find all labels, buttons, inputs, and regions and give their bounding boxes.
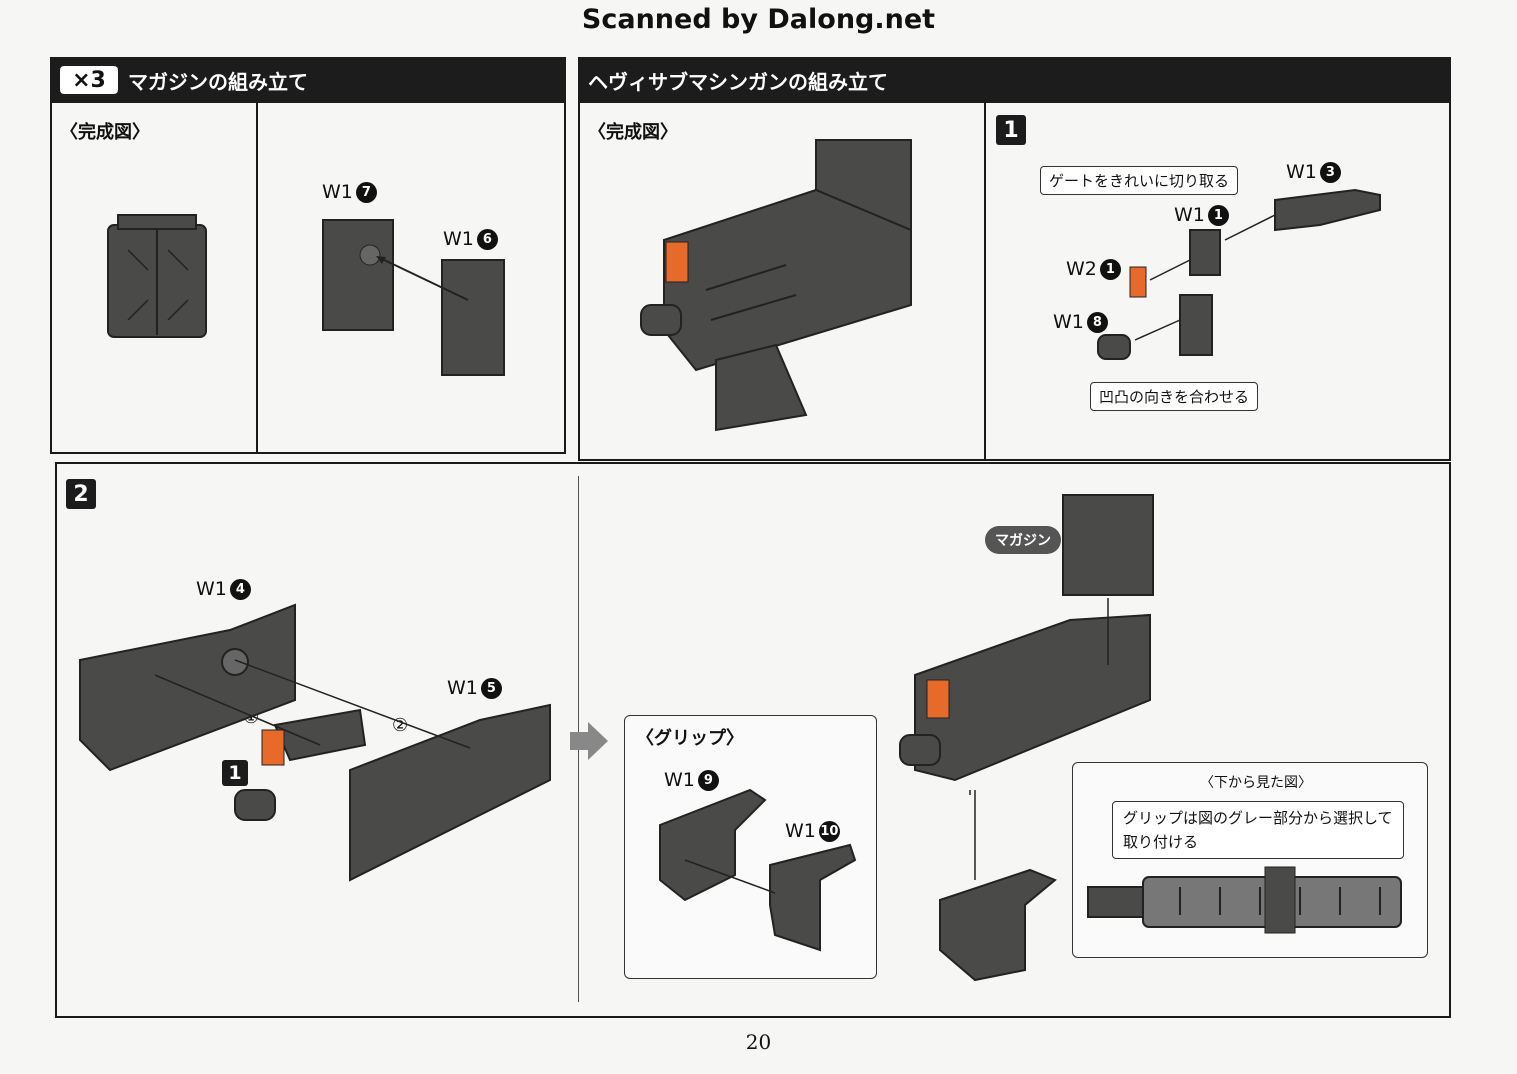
bottom-view-illustration [1087,866,1402,934]
step2-body-assembly-illustration [79,603,551,882]
grip-placement-illustration [939,790,1057,982]
machinegun-complete-label: 〈完成図〉 [588,122,678,143]
magazine-assembly-illustration [322,219,505,376]
grip-assembly-illustration [659,788,857,952]
magazine-title: マガジンの組み立て [128,69,308,94]
magazine-complete-illustration [107,214,207,338]
machinegun-header: ヘヴィサブマシンガンの組み立て [578,57,1451,103]
machinegun-title: ヘヴィサブマシンガンの組み立て [588,69,888,94]
magazine-divider [256,103,258,454]
grip-label: 〈グリップ〉 [636,728,744,749]
part-w2-1: W2 1 [1066,258,1121,280]
part-w1-3: W1 3 [1286,161,1341,183]
magazine-header: ×3 マガジンの組み立て [50,57,566,103]
scan-credit: Scanned by Dalong.net [581,4,936,35]
part-w1-1: W1 1 [1174,204,1229,226]
magazine-pill: マガジン [985,526,1061,554]
page-number: 20 [745,1030,772,1054]
part-w1-8: W1 8 [1053,311,1108,333]
note-align: 凹凸の向きを合わせる [1090,382,1259,411]
step-2-badge: 2 [66,479,96,509]
part-w1-9: W1 9 [664,769,719,791]
part-w1-10: W1 10 [785,820,840,842]
bottom-view-note: グリップは図のグレー部分から選択して 取り付ける [1112,801,1404,859]
machinegun-complete-illustration [640,139,912,432]
bottom-view-label: 〈下から見た図〉 [1200,775,1312,791]
next-arrow-icon [570,722,608,760]
magazine-complete-label: 〈完成図〉 [60,122,150,143]
step-2-panel [55,462,1451,1018]
part-w1-7: W1 7 [322,181,377,203]
note-gate: ゲートをきれいに切り取る [1040,166,1239,195]
part-w1-6: W1 6 [443,228,498,250]
step1-assembly-illustration [1097,188,1381,360]
step2-final-assembly-illustration [899,494,1154,795]
part-w1-5: W1 5 [447,677,502,699]
part-w1-4: W1 4 [196,578,251,600]
multiplier-badge: ×3 [60,66,118,94]
step2-ref-step1-badge: 1 [222,760,248,786]
machinegun-divider [984,103,986,461]
step-1-badge: 1 [996,115,1026,145]
